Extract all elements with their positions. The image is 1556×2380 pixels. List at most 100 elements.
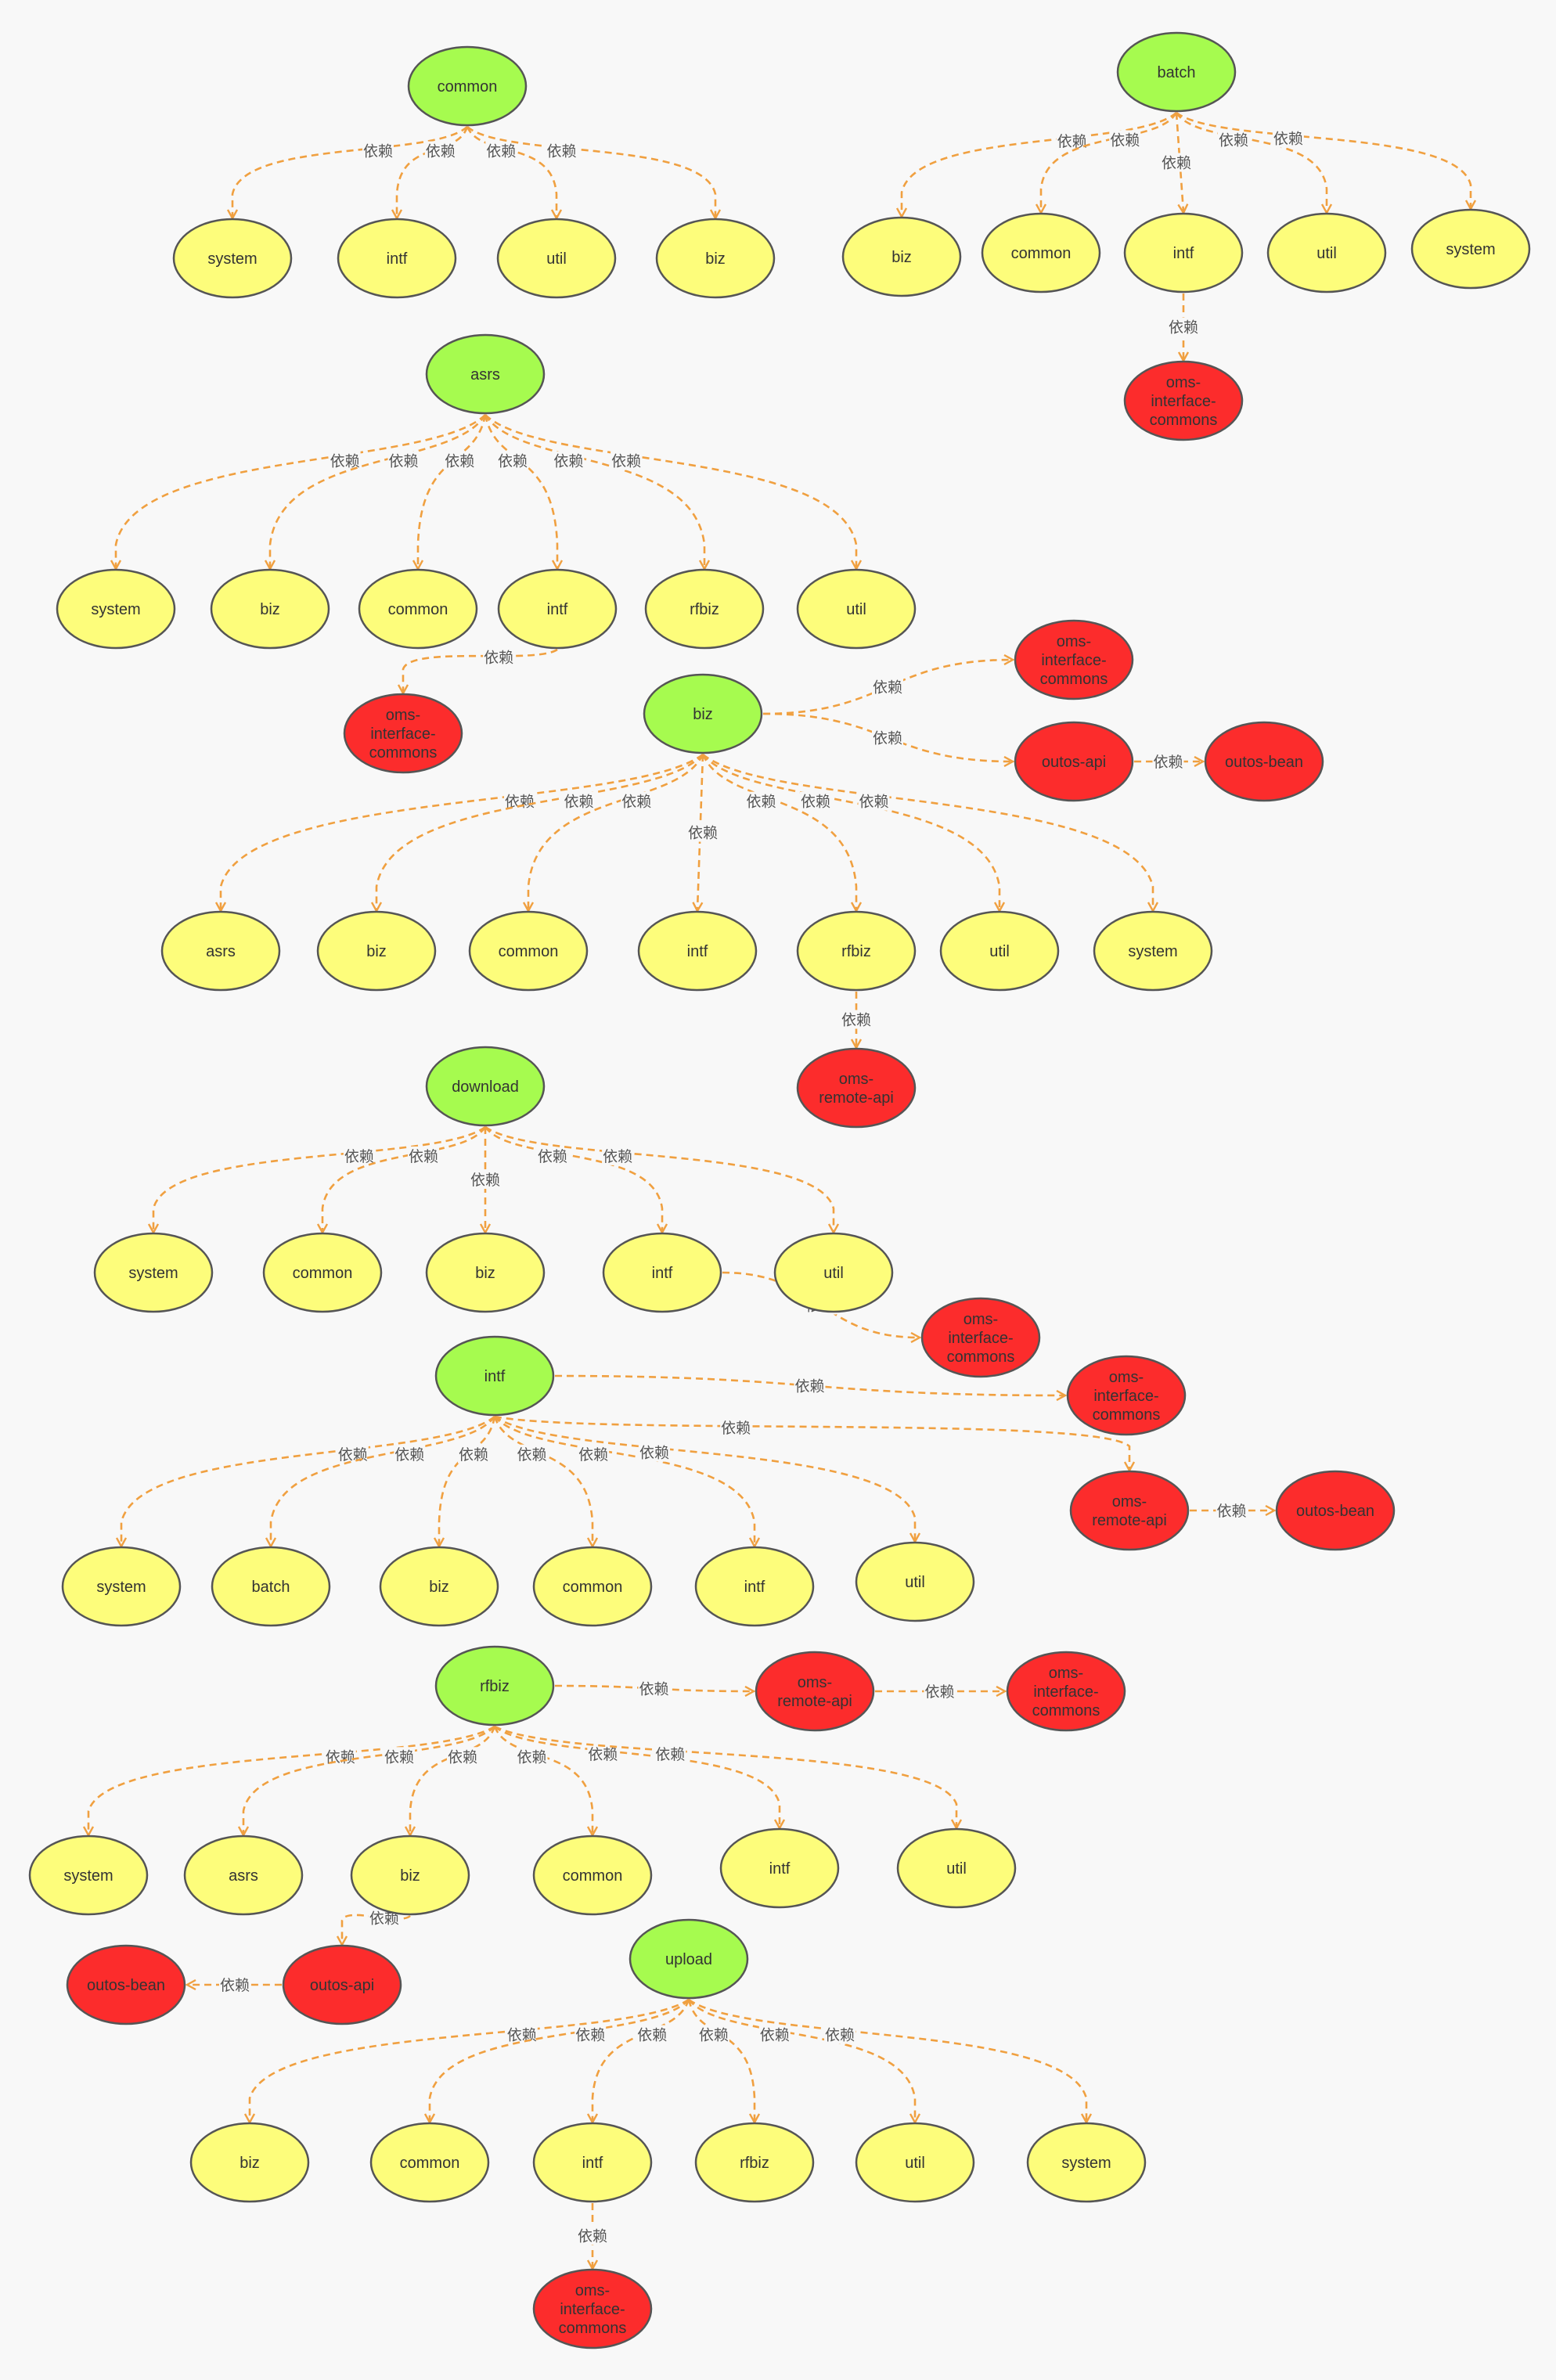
node-module[interactable]: common — [358, 568, 478, 650]
edge-label: 依赖 — [384, 1748, 414, 1766]
node-ellipse — [468, 910, 589, 992]
node-label: outos-bean — [87, 1977, 165, 1994]
node-external[interactable]: outos-bean — [1275, 1470, 1396, 1551]
node-module[interactable]: util — [896, 1827, 1017, 1909]
node-ellipse — [532, 1835, 653, 1916]
node-module[interactable]: intf — [602, 1232, 722, 1313]
node-ellipse — [896, 1827, 1017, 1909]
node-module[interactable]: system — [56, 568, 176, 650]
node-external[interactable]: outos-bean — [1204, 721, 1324, 802]
node-ellipse — [1123, 212, 1244, 293]
edge-label-bg — [485, 141, 517, 160]
node-module[interactable]: system — [1410, 208, 1531, 290]
node-module[interactable]: common — [981, 212, 1101, 293]
edge-label-bg — [446, 1747, 478, 1766]
node-label: commons — [947, 1348, 1015, 1366]
node-ellipse — [1410, 208, 1531, 290]
node-module[interactable]: biz — [189, 2122, 310, 2203]
dependency-edge — [762, 712, 1012, 762]
node-module[interactable]: batch — [211, 1546, 331, 1627]
node-external[interactable]: oms-interface-commons — [1066, 1355, 1187, 1436]
node-external[interactable]: oms-interface-commons — [1014, 619, 1134, 700]
node-root[interactable]: download — [425, 1046, 546, 1127]
edge-label: 依赖 — [1219, 131, 1248, 149]
node-external[interactable]: oms-remote-api — [1069, 1470, 1190, 1551]
node-module[interactable]: rfbiz — [644, 568, 765, 650]
edge-label: 依赖 — [470, 1172, 500, 1189]
node-module[interactable]: util — [855, 2122, 975, 2203]
node-root[interactable]: asrs — [425, 333, 546, 415]
dependency-edge — [722, 1271, 919, 1338]
node-label: oms- — [798, 1674, 832, 1691]
node-module[interactable]: util — [773, 1232, 894, 1313]
node-module[interactable]: intf — [694, 1546, 815, 1627]
node-external[interactable]: outos-api — [1014, 721, 1134, 802]
node-module[interactable]: rfbiz — [694, 2122, 815, 2203]
node-ellipse — [796, 1047, 917, 1129]
node-external[interactable]: oms-interface-commons — [532, 2268, 653, 2349]
node-module[interactable]: intf — [337, 218, 457, 299]
edge-label-bg — [745, 791, 777, 811]
node-module[interactable]: common — [532, 1835, 653, 1916]
node-module[interactable]: common — [369, 2122, 490, 2203]
node-module[interactable]: biz — [316, 910, 437, 992]
node-external[interactable]: oms-interface-commons — [1006, 1651, 1126, 1732]
node-ellipse — [637, 910, 758, 992]
node-module[interactable]: system — [172, 218, 293, 299]
node-external[interactable]: outos-api — [282, 1944, 402, 2025]
node-module[interactable]: system — [1026, 2122, 1147, 2203]
node-label: interface- — [370, 726, 435, 743]
node-root[interactable]: common — [407, 45, 528, 127]
node-module[interactable]: util — [496, 218, 617, 299]
node-module[interactable]: common — [532, 1546, 653, 1627]
node-external[interactable]: oms-remote-api — [755, 1651, 875, 1732]
node-label: asrs — [229, 1867, 258, 1885]
node-module[interactable]: util — [939, 910, 1060, 992]
node-external[interactable]: oms-remote-api — [796, 1047, 917, 1129]
node-module[interactable]: biz — [425, 1232, 546, 1313]
node-module[interactable]: common — [262, 1232, 383, 1313]
node-module[interactable]: system — [93, 1232, 214, 1313]
node-module[interactable]: intf — [497, 568, 618, 650]
node-external[interactable]: oms-interface-commons — [920, 1297, 1041, 1378]
edge-label-bg — [611, 451, 643, 470]
node-root[interactable]: biz — [643, 673, 763, 754]
node-module[interactable]: intf — [532, 2122, 653, 2203]
node-module[interactable]: asrs — [160, 910, 281, 992]
node-root[interactable]: rfbiz — [434, 1645, 555, 1726]
node-module[interactable]: biz — [350, 1835, 470, 1916]
node-module[interactable]: asrs — [183, 1835, 304, 1916]
node-external[interactable]: outos-bean — [66, 1944, 186, 2025]
node-module[interactable]: intf — [719, 1827, 840, 1909]
node-module[interactable]: intf — [637, 910, 758, 992]
node-module[interactable]: biz — [841, 216, 962, 297]
node-module[interactable]: util — [796, 568, 917, 650]
node-root[interactable]: batch — [1116, 31, 1237, 113]
node-root[interactable]: upload — [629, 1918, 749, 2000]
node-module[interactable]: util — [855, 1541, 975, 1622]
node-ellipse — [343, 693, 463, 774]
node-ellipse — [407, 45, 528, 127]
node-module[interactable]: system — [1093, 910, 1213, 992]
node-module[interactable]: util — [1266, 212, 1387, 293]
edge-label-bg — [387, 451, 420, 470]
node-external[interactable]: oms-interface-commons — [343, 693, 463, 774]
node-module[interactable]: common — [468, 910, 589, 992]
node-label: oms- — [1109, 1369, 1144, 1386]
node-module[interactable]: biz — [379, 1546, 499, 1627]
node-module[interactable]: biz — [210, 568, 330, 650]
node-label: util — [846, 601, 866, 618]
node-module[interactable]: intf — [1123, 212, 1244, 293]
node-ellipse — [369, 2122, 490, 2203]
node-module[interactable]: system — [28, 1835, 149, 1916]
node-root[interactable]: intf — [434, 1335, 555, 1417]
node-module[interactable]: system — [61, 1546, 182, 1627]
edge-label: 依赖 — [369, 1910, 399, 1928]
dependency-edge — [493, 1726, 593, 1835]
node-module[interactable]: biz — [655, 218, 776, 299]
edge-label-bg — [329, 451, 361, 470]
node-external[interactable]: oms-interface-commons — [1123, 360, 1244, 441]
dependency-edge — [702, 753, 1153, 910]
node-module[interactable]: rfbiz — [796, 910, 917, 992]
